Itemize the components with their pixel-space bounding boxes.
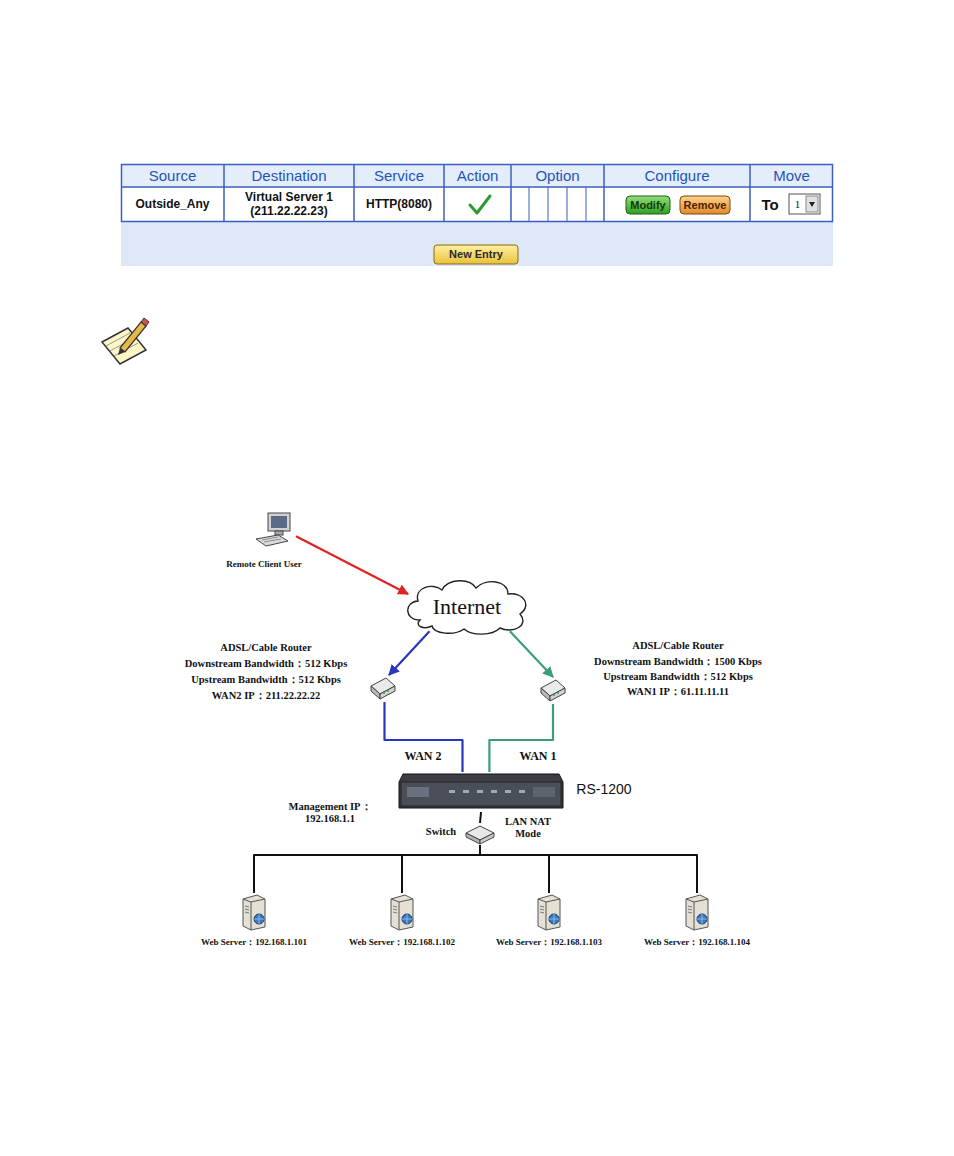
- adsl-router: ADSL/Cable RouterDownstream Bandwidth：51…: [368, 672, 398, 702]
- node-text: Upstream Bandwidth：512 Kbps: [603, 671, 753, 684]
- button-text-text: Remove: [684, 199, 727, 212]
- connector: [296, 536, 408, 594]
- table-row-band: [121, 187, 833, 222]
- network-switch: Switch: [464, 823, 496, 845]
- new-entry-button: [434, 245, 518, 264]
- modify-button: [626, 196, 670, 214]
- button-text-text: Modify: [630, 199, 665, 212]
- web-server-icon: [682, 893, 712, 931]
- table-cell-text: HTTP(8080): [366, 198, 432, 212]
- table-header-band: [121, 164, 833, 187]
- adsl-router: ADSL/Cable RouterDownstream Bandwidth：15…: [538, 674, 568, 704]
- header-cell-text: Configure: [644, 167, 709, 184]
- header-cell-text: Service: [374, 167, 424, 184]
- header-cell: Move: [750, 164, 833, 187]
- node-text: Internet: [433, 594, 501, 620]
- node-text: WAN2 IP：211.22.22.22: [212, 690, 320, 703]
- node-text: Web Server：192.168.1.102: [349, 937, 455, 948]
- router-icon: [538, 674, 568, 704]
- lan-mode-label-text: LAN NAT Mode: [503, 816, 553, 840]
- node-text: Web Server：192.168.1.101: [201, 937, 307, 948]
- rs1200-device: [397, 772, 565, 812]
- management-ip-label: Management IP： 192.168.1.1: [272, 796, 388, 830]
- note-icon: [102, 318, 149, 364]
- connector: [254, 845, 480, 893]
- node-text: WAN1 IP：61.11.11.11: [627, 686, 729, 699]
- header-cell-text: Action: [457, 167, 499, 184]
- table-cell: Outside_Any: [121, 187, 224, 222]
- rs1200-gateway: RS-1200: [397, 772, 565, 812]
- connector: [402, 845, 480, 893]
- edge-label: WAN 2: [402, 749, 443, 764]
- move-text-text: To: [761, 196, 778, 213]
- web-server: Web Server：192.168.1.102: [387, 893, 417, 931]
- dropdown-arrow: [809, 202, 815, 207]
- node-text: Switch: [426, 826, 456, 839]
- node-text: Remote Client User: [226, 559, 301, 570]
- edge-label: WAN 1: [517, 749, 558, 764]
- table-footer-panel: [121, 222, 833, 266]
- web-server: Web Server：192.168.1.101: [239, 893, 269, 931]
- table-cell-text: Virtual Server 1 (211.22.22.23): [234, 191, 344, 219]
- connector: [480, 845, 549, 893]
- node-text: Upstream Bandwidth：512 Kbps: [191, 674, 341, 687]
- header-cell-text: Move: [773, 167, 810, 184]
- dropdown-value-text: 1: [795, 198, 801, 211]
- web-server-icon: [239, 893, 269, 931]
- management-ip-label-text: Management IP： 192.168.1.1: [272, 801, 388, 825]
- node-text: ADSL/Cable Router: [220, 642, 311, 655]
- node-text: Web Server：192.168.1.104: [644, 937, 750, 948]
- client-pc-icon: [254, 511, 296, 547]
- move-dropdown: [789, 194, 820, 214]
- header-cell: Option: [511, 164, 604, 187]
- option-subcells: [529, 187, 586, 222]
- web-server-icon: [387, 893, 417, 931]
- button-text-text: New Entry: [449, 248, 503, 261]
- web-server: Web Server：192.168.1.104: [682, 893, 712, 931]
- header-cell: Destination: [224, 164, 354, 187]
- router-icon: [368, 672, 398, 702]
- action-check: [470, 196, 490, 213]
- header-cell-text: Destination: [251, 167, 326, 184]
- connector: [385, 702, 463, 772]
- connector: [480, 845, 697, 893]
- header-cell-text: Option: [535, 167, 579, 184]
- button-text: Modify: [626, 196, 670, 214]
- connector: [510, 631, 553, 677]
- remove-button: [680, 196, 730, 214]
- switch-icon: [464, 823, 496, 845]
- connector: [480, 812, 481, 823]
- web-server-icon: [534, 893, 564, 931]
- node-text: RS-1200: [576, 781, 631, 798]
- button-text: Remove: [680, 196, 730, 214]
- dropdown-button: [806, 196, 818, 212]
- header-cell-text: Source: [149, 167, 197, 184]
- table-cell: Virtual Server 1 (211.22.22.23): [234, 187, 344, 222]
- table-cell: HTTP(8080): [354, 187, 444, 222]
- table-grid: [121, 164, 833, 222]
- dropdown-value: 1: [790, 195, 805, 213]
- connector: [389, 631, 430, 675]
- remote-client: Remote Client User: [254, 511, 296, 547]
- header-cell: Source: [121, 164, 224, 187]
- lan-mode-label: LAN NAT Mode: [503, 811, 553, 845]
- button-text: New Entry: [434, 245, 518, 264]
- internet-cloud: Internet: [400, 576, 534, 636]
- header-cell: Service: [354, 164, 444, 187]
- header-cell: Action: [444, 164, 511, 187]
- table-cell-text: Outside_Any: [135, 198, 209, 212]
- node-text: Web Server：192.168.1.103: [496, 937, 602, 948]
- move-text: To: [755, 194, 785, 215]
- header-cell: Configure: [604, 164, 750, 187]
- node-text: ADSL/Cable Router: [632, 640, 723, 653]
- web-server: Web Server：192.168.1.103: [534, 893, 564, 931]
- node-text: Downstream Bandwidth：512 Kbps: [185, 658, 348, 671]
- node-text: Downstream Bandwidth：1500 Kbps: [594, 656, 762, 669]
